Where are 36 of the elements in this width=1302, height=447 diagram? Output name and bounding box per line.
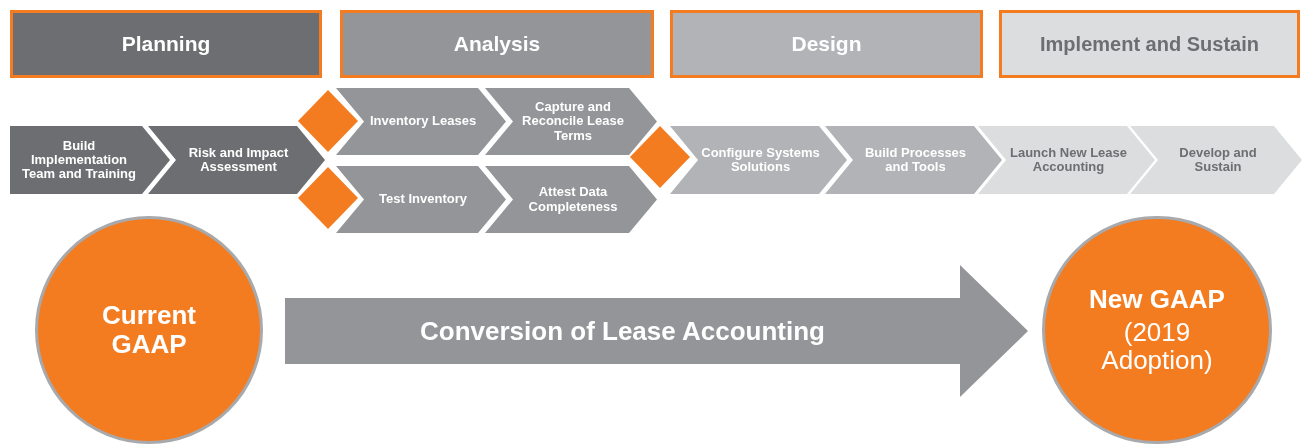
conversion-arrow <box>285 265 1028 397</box>
node-text: Risk and Impact Assessment <box>187 145 290 175</box>
node-text: Build Implementation Team and Training <box>21 138 137 182</box>
chevron-step <box>336 88 506 155</box>
node-text: Develop and Sustain <box>1178 145 1258 175</box>
node-text: Capture and Reconcile Lease Terms <box>521 100 625 143</box>
chevron-step <box>485 166 657 233</box>
node-text: Test Inventory <box>379 192 467 207</box>
node-text: Configure Systems Solutions <box>700 145 821 175</box>
node-text: Inventory Leases <box>369 114 477 129</box>
chevron-step <box>978 126 1155 194</box>
chevron-step <box>336 166 506 233</box>
node-text: Attest Data Completeness <box>527 185 619 214</box>
node-text: Analysis <box>453 32 541 56</box>
diamond-shape <box>630 126 690 188</box>
node-text: Planning <box>121 32 211 56</box>
phase-header <box>340 10 654 78</box>
phase-header <box>999 10 1300 78</box>
edge-label: Conversion of Lease Accounting <box>419 315 826 348</box>
chevron-step <box>485 88 657 155</box>
chevron-step <box>670 126 847 194</box>
chevron-step <box>1130 126 1302 194</box>
diamond-shape <box>298 167 358 229</box>
node-text: (2019 Adoption) <box>1100 317 1214 375</box>
phase-header <box>10 10 322 78</box>
node-text: Design <box>791 32 862 56</box>
chevron-step <box>10 126 170 194</box>
node-text: Build Processes and Tools <box>863 145 968 175</box>
node-text: Implement and Sustain <box>1040 33 1259 55</box>
diamond-shape <box>298 90 358 152</box>
node-text: New GAAP <box>1089 285 1225 314</box>
node-text: Launch New Lease Accounting <box>1008 145 1128 175</box>
node-text: Current GAAP <box>101 301 197 359</box>
chevron-step <box>825 126 1002 194</box>
chevron-step <box>148 126 325 194</box>
phase-header <box>670 10 983 78</box>
